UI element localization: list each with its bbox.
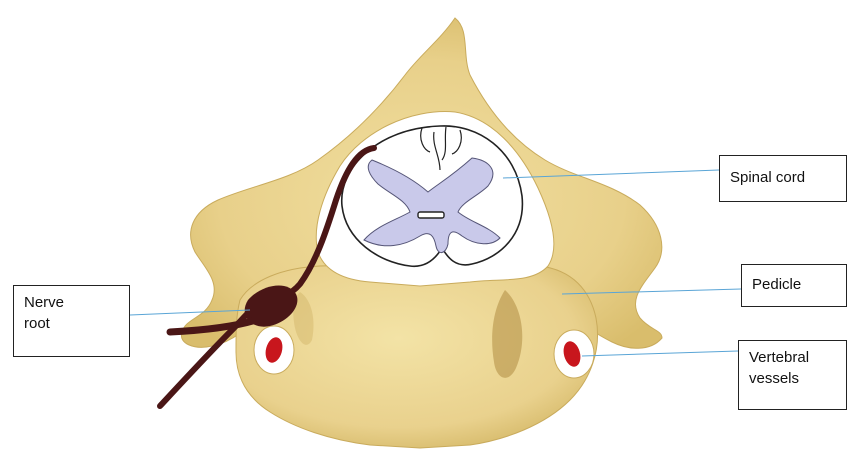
central-canal bbox=[418, 212, 444, 218]
label-vertebral-vessels: Vertebral vessels bbox=[738, 340, 847, 410]
leader-vertebral-vessels bbox=[582, 351, 738, 356]
label-pedicle: Pedicle bbox=[741, 264, 847, 307]
label-vertebral-vessels-line1: Vertebral bbox=[749, 347, 836, 368]
label-pedicle-text: Pedicle bbox=[752, 274, 836, 295]
label-vertebral-vessels-line2: vessels bbox=[749, 368, 836, 389]
label-nerve-root-line2: root bbox=[24, 313, 119, 334]
label-nerve-root: Nerve root bbox=[13, 285, 130, 357]
label-spinal-cord: Spinal cord bbox=[719, 155, 847, 202]
label-spinal-cord-text: Spinal cord bbox=[730, 167, 836, 188]
label-nerve-root-line1: Nerve bbox=[24, 292, 119, 313]
